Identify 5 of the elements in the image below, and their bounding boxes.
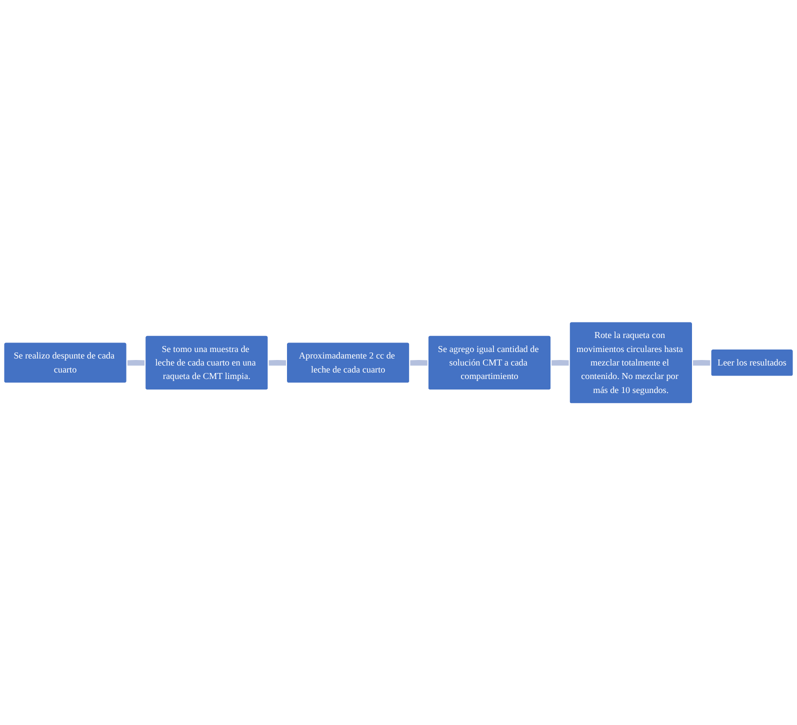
connector [410, 360, 428, 366]
connector [127, 360, 146, 366]
connector [268, 360, 287, 366]
connector [692, 360, 712, 366]
connector [551, 360, 570, 366]
